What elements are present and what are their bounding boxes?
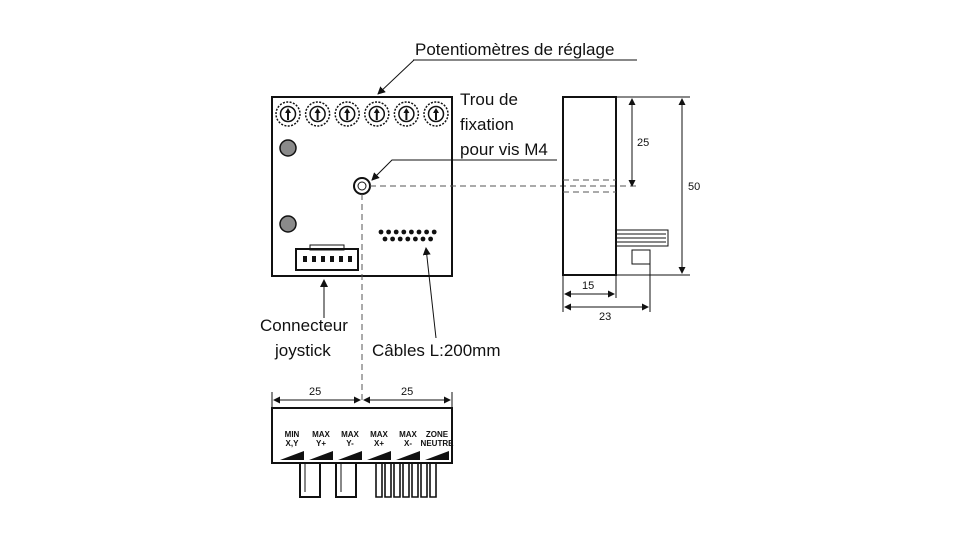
hole-arrow [371,159,557,181]
side-view-body [562,96,617,276]
connector-pin [321,256,325,262]
connector-label-line1: Connecteur [260,316,348,335]
pot-label-line1: MAX [312,430,330,439]
pot-label-line1: MAX [399,430,417,439]
potentiometer-knob [304,101,331,127]
pot-label-line2: NEUTRE [421,439,455,448]
cable-dot [393,229,399,235]
pot-label-line2: X+ [374,439,384,448]
potentiometer-knob [423,101,449,127]
cable-end [429,463,437,498]
hole-label-line1: Trou de [460,90,518,109]
cable-dot [424,229,429,235]
pot-label-line1: ZONE [426,430,449,439]
dim-side-depth-inner: 15 [582,280,594,292]
bottom-view-legs [299,463,437,498]
cables-arrow [422,247,437,339]
pot-wedge [425,451,449,460]
pot-label-line2: Y+ [316,439,326,448]
pot-wedge [367,451,391,460]
cable-dot [386,229,391,235]
cable-dot [378,229,384,235]
potentiometer-row [275,101,449,127]
side-view-cables [616,229,669,265]
potentiometers-arrow [377,59,415,95]
connector-pin [339,256,343,262]
potentiometer-knob [364,101,390,127]
connector-pin [348,256,352,262]
pot-label-line2: X,Y [286,439,300,448]
mounting-hole-inner [357,181,367,191]
potentiometers-label: Potentiomètres de réglage [415,40,614,59]
pot-wedge [338,451,362,460]
cable-dot [428,236,433,242]
potentiometer-knob [393,101,420,127]
bottom-leg [335,463,357,498]
cable-end [411,463,419,498]
cable-dot [405,236,411,242]
cable-dot [390,236,395,242]
cables-label: Câbles L:200mm [372,341,501,360]
hole-label-line3: pour vis M4 [460,140,548,159]
pot-wedge [309,451,333,460]
cable-dots [378,229,437,242]
hole-label-line2: fixation [460,115,514,134]
pot-wedge [396,451,420,460]
pot-label-line1: MIN [285,430,300,439]
dim-bottom-right-width: 25 [401,386,413,398]
cable-end [384,463,392,498]
cable-dot [409,229,414,235]
cable-end [375,463,383,498]
cable-dot [382,236,388,242]
cable-dot [401,229,407,235]
joystick-connector [295,248,359,271]
dim-side-top-height: 25 [637,137,649,149]
cable-dot [420,236,426,242]
pot-wedge [280,451,304,460]
connector-pins [303,256,352,262]
cable-end [402,463,410,498]
bottom-view-board [271,407,453,464]
screw-bottom [279,215,297,233]
connector-pin [330,256,334,262]
cable-dot [431,229,437,235]
potentiometer-knob [275,101,301,127]
pot-label-line2: Y- [346,439,354,448]
cable-end [393,463,401,498]
connector-pin [303,256,307,262]
cable-dot [413,236,418,242]
pot-label-line1: MAX [370,430,388,439]
connector-pin [312,256,316,262]
connector-label-line2: joystick [274,341,331,360]
cable-dot [416,229,422,235]
joystick-connector-latch [309,244,345,251]
cable-end [420,463,428,498]
screw-top [279,139,297,157]
pot-label-line1: MAX [341,430,359,439]
pot-label-line2: X- [404,439,412,448]
dim-bottom-left-width: 25 [309,386,321,398]
dim-side-depth-outer: 23 [599,311,611,323]
cable-dot [397,236,403,242]
dim-side-total-height: 50 [688,181,700,193]
potentiometer-knob [334,101,360,127]
bottom-leg [299,463,321,498]
